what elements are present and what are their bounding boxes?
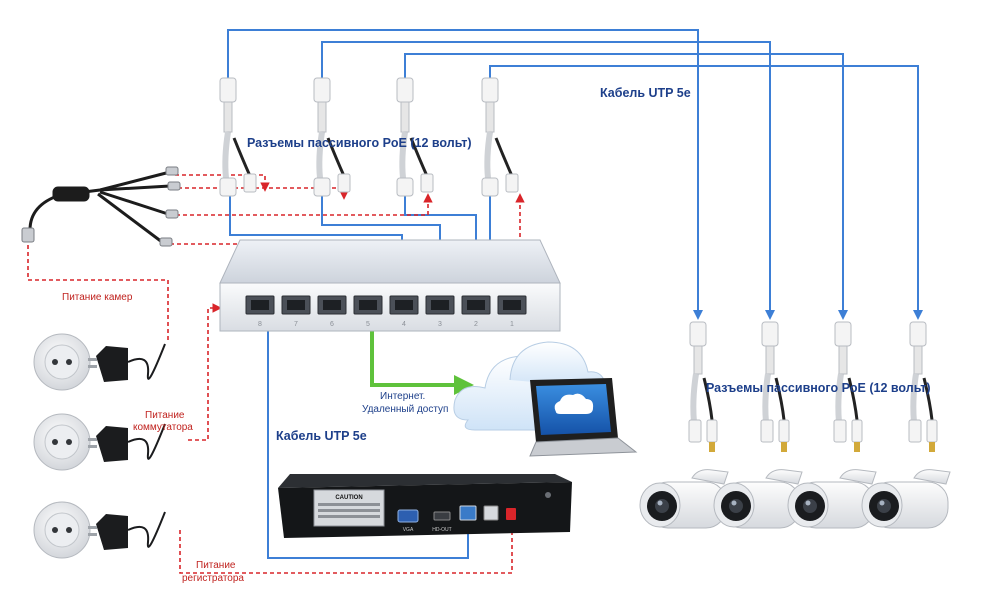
recorder-caution-sticker (313, 489, 385, 527)
label-internet-1: Интернет. (380, 391, 425, 402)
cctv-camera-3 (787, 469, 877, 529)
label-power-switch-2: коммутатора (133, 422, 193, 433)
power-sockets (33, 333, 166, 559)
label-utp-top: Кабель UTP 5e (600, 86, 691, 100)
utp-cables (223, 29, 923, 559)
recorder-vga-port (397, 509, 419, 523)
label-power-switch-1: Питание (145, 410, 185, 421)
poe-connector-top-4 (481, 77, 519, 197)
switch-port-8 (245, 295, 275, 315)
label-utp-mid: Кабель UTP 5e (276, 429, 367, 443)
utp-cable-4 (485, 65, 923, 320)
poe-connectors-top (219, 77, 519, 197)
cameras (639, 469, 951, 529)
power-cam-3 (176, 193, 433, 216)
switch-port-numbers: 8 7 6 5 4 3 2 1 (258, 321, 514, 328)
recorder-usb-ports (483, 505, 499, 521)
recorder-hdmi-port (433, 511, 451, 521)
power-adapter-3 (88, 511, 166, 550)
label-internet-2: Удаленный доступ (362, 404, 448, 415)
recorder-lan-port (459, 505, 477, 521)
network-switch: 8 7 6 5 4 3 2 1 (219, 239, 561, 332)
diagram-labels: Разъемы пассивного PoE (12 вольт) Кабель… (62, 86, 931, 584)
switch-port-number: 1 (510, 321, 514, 328)
power-cam-4 (170, 193, 525, 245)
internet-line (370, 312, 474, 395)
poe-connector-top-3 (396, 77, 434, 197)
switch-port-3 (425, 295, 455, 315)
network-video-recorder: CAUTION VGA HD-OUT (278, 474, 572, 538)
power-adapter-1 (88, 343, 166, 382)
switch-port-number: 5 (366, 321, 370, 328)
power-splitter (21, 166, 181, 247)
switch-port-number: 6 (330, 321, 334, 328)
label-poe-top: Разъемы пассивного PoE (12 вольт) (247, 136, 472, 150)
cctv-camera-2 (713, 469, 803, 529)
poe-connector-bottom-2 (760, 321, 790, 452)
wall-socket-1 (33, 333, 91, 391)
poe-connector-top-1 (219, 77, 257, 197)
recorder-power-port (506, 508, 516, 520)
recorder-hdout-label: HD-OUT (432, 527, 451, 533)
label-power-cams: Питание камер (62, 292, 133, 303)
switch-port-number: 7 (294, 321, 298, 328)
switch-port-number: 2 (474, 321, 478, 328)
switch-port-7 (281, 295, 311, 315)
switch-port-number: 4 (402, 321, 406, 328)
switch-port-1 (497, 295, 527, 315)
label-poe-bottom: Разъемы пассивного PoE (12 вольт) (706, 381, 931, 395)
switch-port-4 (389, 295, 419, 315)
switch-port-number: 3 (438, 321, 442, 328)
label-power-rec-2: регистратора (182, 573, 244, 584)
switch-port-5 (353, 295, 383, 315)
power-switch-line (188, 303, 222, 441)
label-power-rec-1: Питание (196, 560, 236, 571)
switch-top-face (219, 239, 561, 284)
recorder-vga-label: VGA (403, 527, 414, 533)
recorder-caution-text: CAUTION (335, 495, 362, 501)
wall-socket-2 (33, 413, 91, 471)
wall-socket-3 (33, 501, 91, 559)
switch-ports (245, 295, 527, 315)
switch-port-6 (317, 295, 347, 315)
poe-connector-bottom-4 (908, 321, 938, 452)
switch-port-number: 8 (258, 321, 262, 328)
power-camera-bundle (27, 238, 169, 340)
poe-connector-bottom-1 (688, 321, 718, 452)
power-adapter-2 (88, 423, 166, 462)
poe-connector-bottom-3 (833, 321, 863, 452)
power-cam-1 (175, 174, 270, 192)
switch-port-2 (461, 295, 491, 315)
cctv-camera-4 (861, 469, 951, 529)
poe-connector-top-2 (313, 77, 351, 197)
cctv-camera-1 (639, 469, 729, 529)
poe-connectors-bottom (688, 321, 938, 452)
utp-link-recorder (267, 318, 473, 559)
laptop (529, 378, 638, 457)
power-recorder-line (179, 513, 517, 574)
